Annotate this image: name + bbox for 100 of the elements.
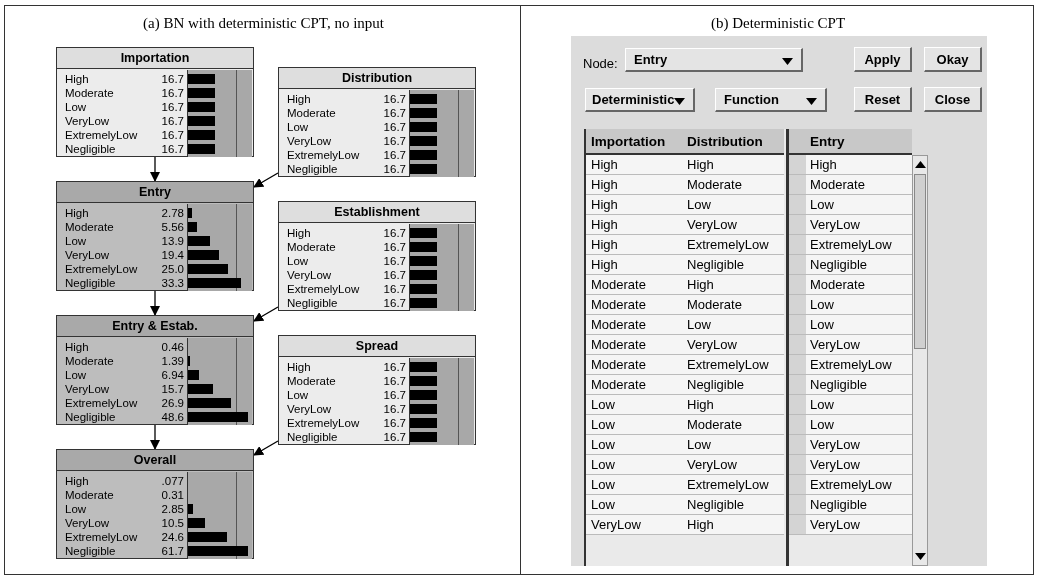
table-cell: High [682,395,784,415]
field-label: Node: [583,56,619,71]
table-cell: High [586,195,682,215]
network-node [56,449,254,559]
table-cell: Low [586,495,682,515]
table-cell: Low [586,475,682,495]
table-cell: VeryLow [788,515,912,535]
state-name: VeryLow [287,133,332,148]
state-name: VeryLow [65,113,110,128]
button: Okay [924,47,982,72]
probability-value: 16.7 [382,359,406,374]
table-cell: ExtremelyLow [682,475,784,495]
panel-heading: (a) BN with deterministic CPT, no input [142,15,385,32]
state-name: VeryLow [65,381,110,396]
panel-heading: (b) Deterministic CPT [709,15,847,32]
probability-value: 16.7 [382,239,406,254]
probability-value: 16.7 [160,85,184,100]
table-cell: VeryLow [788,215,912,235]
probability-value: 10.5 [160,515,184,530]
table-cell: ExtremelyLow [682,355,784,375]
state-name: High [287,359,311,374]
button: Close [924,87,982,112]
network-node [278,335,476,445]
probability-value: 24.6 [160,529,184,544]
table-cell: Negligible [788,495,912,515]
table-cell: Low [586,395,682,415]
arrow [253,440,279,456]
state-name: Negligible [65,141,116,156]
table-cell: ExtremelyLow [788,235,912,255]
table-cell: VeryLow [682,215,784,235]
table-cell: High [586,155,682,175]
node-title: Entry & Estab. [57,316,253,337]
table-cell: VeryLow [788,455,912,475]
probability-value: 16.7 [382,119,406,134]
state-name: Moderate [65,353,114,368]
state-name: ExtremelyLow [287,281,360,296]
state-name: High [287,225,311,240]
state-name: Moderate [65,85,114,100]
table-cell: Moderate [682,175,784,195]
button: Reset [854,87,912,112]
table-cell: VeryLow [788,435,912,455]
probability-value: 16.7 [382,267,406,282]
table-cell: High [788,155,912,175]
state-name: High [65,473,89,488]
probability-value: 0.46 [160,339,184,354]
probability-value: .077 [160,473,184,488]
table-cell: High [586,175,682,195]
probability-value: 13.9 [160,233,184,248]
arrow [150,290,160,316]
probability-value: 5.56 [160,219,184,234]
probability-value: 48.6 [160,409,184,424]
state-name: Negligible [65,543,116,558]
state-name: Moderate [65,487,114,502]
table-cell: VeryLow [682,335,784,355]
table-cell: Moderate [682,295,784,315]
network-node [56,47,254,157]
column-header: Importation [586,129,682,155]
table-cell: Low [586,455,682,475]
table-cell: Moderate [586,355,682,375]
probability-value: 0.31 [160,487,184,502]
probability-value: 16.7 [382,147,406,162]
node-title: Importation [57,48,253,69]
state-name: ExtremelyLow [287,415,360,430]
arrow [253,172,279,188]
probability-value: 33.3 [160,275,184,290]
table-cell: VeryLow [682,455,784,475]
state-name: Negligible [65,409,116,424]
arrow [253,306,279,322]
probability-value: 26.9 [160,395,184,410]
state-name: Low [65,367,87,382]
table-cell: Negligible [788,255,912,275]
probability-value: 1.39 [160,353,184,368]
table-cell: Low [788,415,912,435]
table-cell: Low [788,395,912,415]
state-name: ExtremelyLow [65,127,138,142]
table-cell: Low [788,295,912,315]
table-cell: Low [586,435,682,455]
network-node [278,201,476,311]
probability-value: 15.7 [160,381,184,396]
table-cell: Moderate [788,275,912,295]
probability-value: 16.7 [382,225,406,240]
state-name: ExtremelyLow [65,529,138,544]
probability-value: 16.7 [382,133,406,148]
column-header: Entry [788,129,912,155]
probability-value: 16.7 [382,105,406,120]
table-cell: ExtremelyLow [682,235,784,255]
probability-value: 16.7 [160,71,184,86]
arrow [150,156,160,182]
state-name: Negligible [65,275,116,290]
probability-value: 16.7 [382,373,406,388]
state-name: ExtremelyLow [65,261,138,276]
network-node [278,67,476,177]
probability-value: 61.7 [160,543,184,558]
dropdown: Deterministic [585,88,695,112]
node-title: Establishment [279,202,475,223]
probability-value: 16.7 [160,141,184,156]
state-name: Low [287,253,309,268]
probability-value: 6.94 [160,367,184,382]
table-cell: Low [682,315,784,335]
probability-value: 16.7 [160,127,184,142]
